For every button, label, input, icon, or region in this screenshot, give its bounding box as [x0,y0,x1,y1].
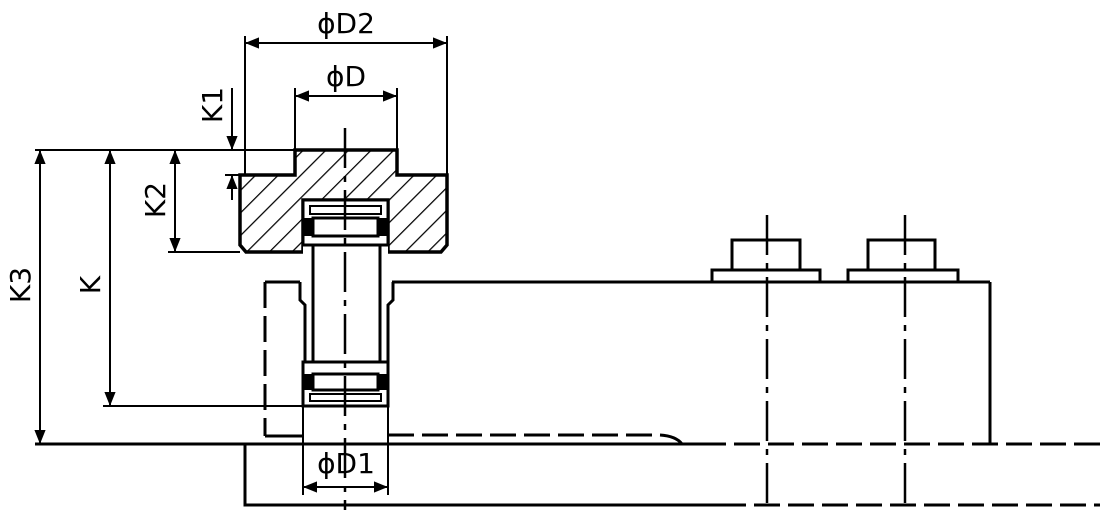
label-phi-d: ϕD [326,60,366,93]
bolt-right [846,238,960,284]
label-phi-d1: ϕD1 [317,447,375,480]
label-k2: K2 [139,182,172,218]
label-phi-d2: ϕD2 [317,7,375,40]
label-k1: K1 [196,87,229,123]
extension-lines [35,36,448,495]
dimension-lines [34,37,447,493]
label-k: K [74,275,107,294]
bearing-pin [298,198,395,408]
base-plate [243,444,1100,507]
sensor-body [35,280,1100,446]
label-k3: K3 [4,267,37,303]
